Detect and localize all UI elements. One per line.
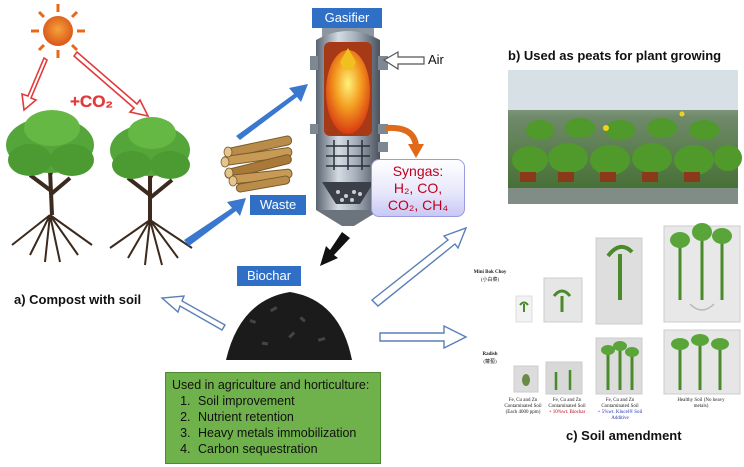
soil-col2-label: Fe, Cu and Zn Contaminated Soil xyxy=(548,398,586,409)
air-label: Air xyxy=(428,52,444,67)
syngas-box: Syngas: H₂, CO, CO₂, CH₄ xyxy=(371,159,465,217)
arrow-biochar-to-soil xyxy=(379,324,468,350)
soil-row2-label: Radish xyxy=(482,352,498,357)
uses-item: Heavy metals immobilization xyxy=(194,425,374,441)
sunlight-arrow-left xyxy=(21,56,48,112)
arrow-biochar-to-peats xyxy=(370,226,468,307)
uses-item: Soil improvement xyxy=(194,393,374,409)
biochar-pile-icon xyxy=(226,292,352,360)
soil-col4-label: Healthy Soil (No heavy metals) xyxy=(677,398,725,409)
arrow-biochar-to-compost xyxy=(160,295,226,331)
uses-item: Carbon sequestration xyxy=(194,441,374,457)
syngas-line2: CO₂, CH₄ xyxy=(387,197,449,213)
syngas-line1: H₂, CO, xyxy=(393,180,443,196)
uses-list: Soil improvement Nutrient retention Heav… xyxy=(172,393,374,457)
uses-item: Nutrient retention xyxy=(194,409,374,425)
caption-compost: a) Compost with soil xyxy=(14,292,142,307)
soil-row1-sub: (小白菜) xyxy=(480,278,500,283)
soil-col3-extra: + 5%wt. Klucel® Soil Additive xyxy=(597,410,643,421)
uses-box: Used in agriculture and horticulture: So… xyxy=(165,372,381,464)
soil-amendment-photo-grid xyxy=(513,223,741,395)
gasifier-label: Gasifier xyxy=(312,8,382,28)
sun-icon xyxy=(31,4,85,58)
waste-wood-icon xyxy=(220,135,293,193)
caption-peats: b) Used as peats for plant growing xyxy=(508,48,722,63)
waste-label: Waste xyxy=(250,195,306,215)
arrow-tree-to-waste xyxy=(184,198,246,246)
arrow-gasifier-to-syngas xyxy=(385,124,424,158)
arrow-waste-to-gasifier xyxy=(236,84,308,140)
gasifier-reactor-icon xyxy=(310,22,388,226)
soil-col3-label: Fe, Cu and Zn Contaminated Soil xyxy=(601,398,639,409)
soil-row2-sub: (蘿蔔) xyxy=(483,360,497,365)
tree-left-icon xyxy=(6,110,94,263)
co2-label: +CO₂ xyxy=(70,92,113,111)
tree-right-icon xyxy=(109,117,193,266)
soil-col2-extra: + 10%wt. Biochar xyxy=(548,410,586,415)
soil-col1-label: Fe, Cu and Zn Contaminated Soil (Each 40… xyxy=(504,398,542,415)
biochar-label: Biochar xyxy=(237,266,301,286)
arrow-gasifier-to-biochar xyxy=(320,232,350,266)
caption-soil: c) Soil amendment xyxy=(566,428,682,443)
air-inlet-arrow xyxy=(382,50,425,71)
syngas-title: Syngas: xyxy=(392,163,444,179)
sunlight-arrow-right xyxy=(72,50,150,118)
greenhouse-photo xyxy=(508,70,742,204)
uses-title: Used in agriculture and horticulture: xyxy=(172,378,370,392)
soil-row1-label: Mini Bok Choy xyxy=(473,270,507,275)
